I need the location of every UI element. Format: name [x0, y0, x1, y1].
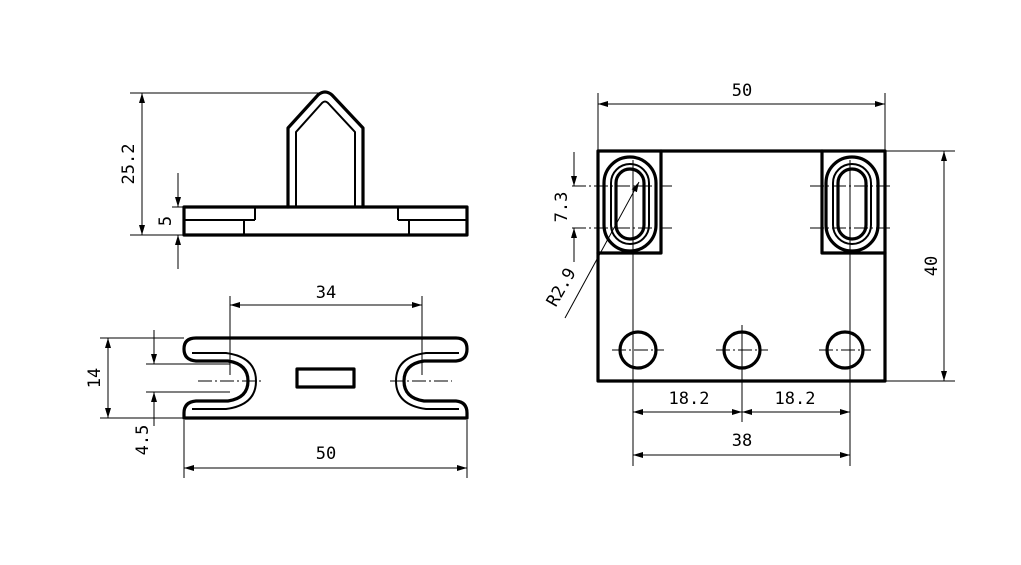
dim-label-25-2: 25.2: [119, 144, 139, 185]
side-view: 50 40 7.3 R2.9 18.2 18.2 38: [543, 81, 955, 466]
dim-label-18-2-right: 18.2: [775, 389, 816, 409]
side-slot-right-inner: [836, 167, 868, 241]
dim-label-5: 5: [156, 216, 176, 226]
front-tab-outer: [286, 90, 365, 209]
side-slot-left-inner: [614, 167, 646, 241]
dim-label-38: 38: [732, 431, 752, 451]
dim-label-7-3: 7.3: [552, 192, 572, 223]
side-pad-left: [596, 149, 663, 255]
top-view: 34 14 4.5 50: [85, 283, 469, 478]
side-slot-right-outer: [824, 155, 880, 253]
dim-label-4-5: 4.5: [133, 425, 153, 456]
top-outline: [182, 336, 469, 420]
dim-label-18-2-left: 18.2: [669, 389, 710, 409]
dim-leader-r2-9: [564, 181, 640, 319]
dim-label-r2-9: R2.9: [543, 265, 581, 310]
side-pad-right: [820, 149, 887, 255]
dim-label-40: 40: [922, 256, 942, 276]
dim-label-14: 14: [85, 368, 105, 388]
side-slot-left-mid: [610, 163, 650, 245]
front-view: 25.2 5: [119, 90, 469, 269]
dim-label-34: 34: [316, 283, 336, 303]
side-slot-right-mid: [832, 163, 872, 245]
dim-label-50-top-view: 50: [316, 444, 336, 464]
front-tab-inner: [295, 100, 356, 207]
dim-label-50-side-view: 50: [732, 81, 752, 101]
top-center-slot: [295, 367, 356, 389]
side-slot-left-outer: [602, 155, 658, 253]
